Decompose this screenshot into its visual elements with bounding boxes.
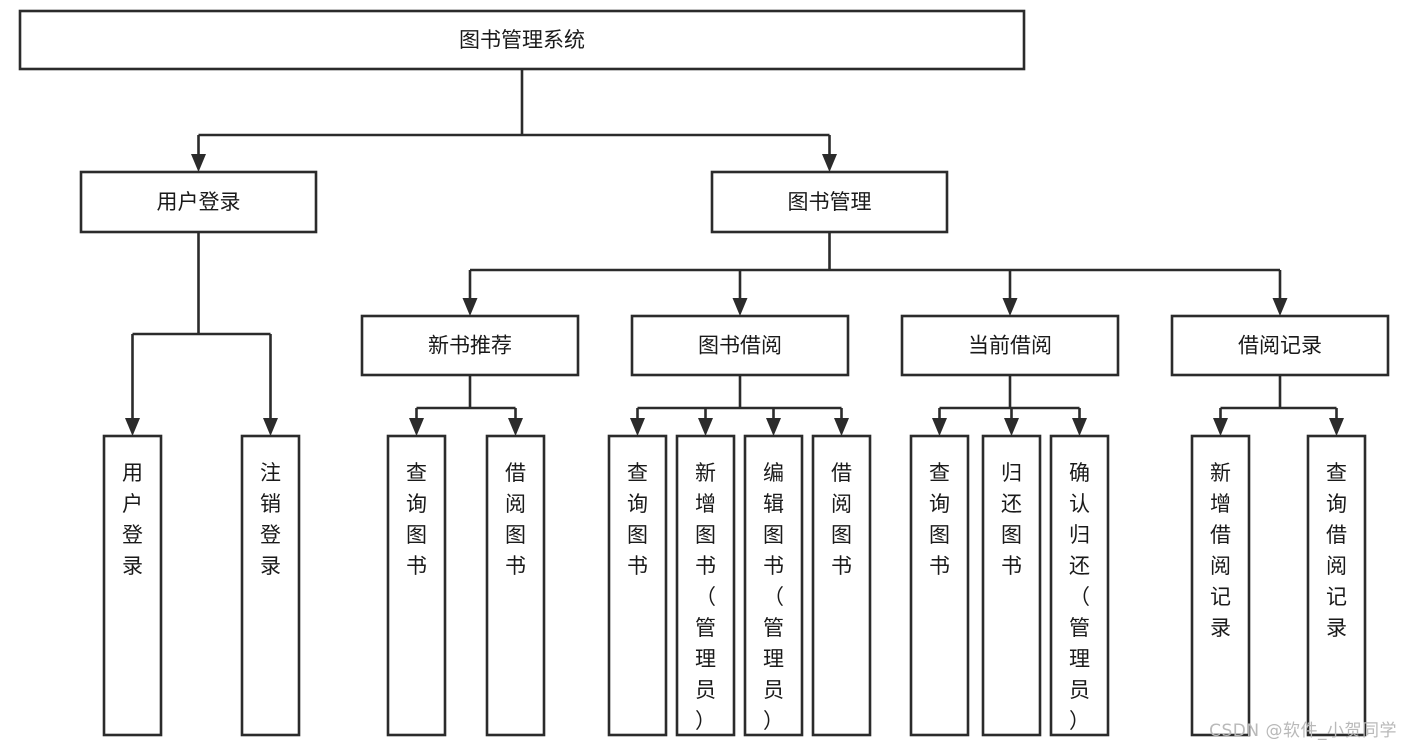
- node-leaf-borrow-query[interactable]: 查询图书: [607, 434, 668, 737]
- node-leaf-user-login[interactable]: 用户登录: [102, 434, 163, 737]
- node-leaf-current-confirm[interactable]: 确认归还（管理员）: [1049, 434, 1110, 737]
- arrow-head-icon: [822, 154, 837, 172]
- arrow-head-icon: [409, 418, 424, 436]
- node-label: 借阅图书: [505, 461, 526, 578]
- node-label: 查询图书: [627, 461, 648, 578]
- node-box: [360, 314, 580, 377]
- node-label: 新增图书（管理员）: [695, 461, 716, 733]
- node-label: 编辑图书（管理员）: [763, 461, 784, 733]
- arrow-head-icon: [462, 298, 478, 316]
- arrow-head-icon: [732, 298, 748, 316]
- node-box: [18, 9, 1026, 71]
- arrow-head-icon: [1002, 298, 1018, 316]
- node-label: 新增借阅记录: [1210, 461, 1231, 640]
- node-leaf-borrow-add[interactable]: 新增图书（管理员）: [675, 434, 736, 737]
- node-login[interactable]: 用户登录: [79, 170, 318, 234]
- node-label: 图书管理: [788, 190, 872, 214]
- arrow-head-icon: [834, 418, 849, 436]
- arrow-head-icon: [125, 418, 140, 436]
- connector-group-newbook: [409, 375, 523, 436]
- node-layer: 图书管理系统用户登录图书管理新书推荐图书借阅当前借阅借阅记录用户登录注销登录查询…: [18, 9, 1390, 737]
- node-leaf-current-return[interactable]: 归还图书: [981, 434, 1042, 737]
- arrow-head-icon: [698, 418, 713, 436]
- node-leaf-new-query[interactable]: 查询图书: [386, 434, 447, 737]
- node-box: [1306, 434, 1367, 737]
- node-box: [386, 434, 447, 737]
- node-box: [630, 314, 850, 377]
- node-label: 借阅记录: [1238, 334, 1322, 358]
- node-leaf-new-borrow[interactable]: 借阅图书: [485, 434, 546, 737]
- arrow-head-icon: [263, 418, 278, 436]
- arrow-head-icon: [1004, 418, 1019, 436]
- node-box: [607, 434, 668, 737]
- node-box: [981, 434, 1042, 737]
- node-label: 查询图书: [406, 461, 427, 578]
- node-leaf-user-logout[interactable]: 注销登录: [240, 434, 301, 737]
- arrow-head-icon: [508, 418, 523, 436]
- connector-group-bookmgmt: [462, 232, 1288, 316]
- node-box: [240, 434, 301, 737]
- node-leaf-record-query[interactable]: 查询借阅记录: [1306, 434, 1367, 737]
- node-box: [900, 314, 1120, 377]
- connector-group-root: [191, 69, 837, 172]
- node-newbook[interactable]: 新书推荐: [360, 314, 580, 377]
- node-current[interactable]: 当前借阅: [900, 314, 1120, 377]
- arrow-head-icon: [932, 418, 947, 436]
- arrow-head-icon: [1272, 298, 1288, 316]
- arrow-head-icon: [191, 154, 206, 172]
- connector-group-current: [932, 375, 1087, 436]
- node-leaf-current-query[interactable]: 查询图书: [909, 434, 970, 737]
- node-box: [675, 434, 736, 737]
- node-label: 用户登录: [122, 461, 143, 578]
- node-label: 确认归还（管理员）: [1069, 461, 1090, 733]
- node-label: 查询借阅记录: [1326, 461, 1347, 640]
- connector-group-borrow: [630, 375, 849, 436]
- node-root[interactable]: 图书管理系统: [18, 9, 1026, 71]
- node-leaf-record-add[interactable]: 新增借阅记录: [1190, 434, 1251, 737]
- node-box: [485, 434, 546, 737]
- node-label: 归还图书: [1001, 461, 1022, 578]
- arrow-head-icon: [1329, 418, 1344, 436]
- arrow-head-icon: [1072, 418, 1087, 436]
- connector-group-login: [125, 232, 278, 436]
- node-box: [102, 434, 163, 737]
- node-records[interactable]: 借阅记录: [1170, 314, 1390, 377]
- arrow-head-icon: [1213, 418, 1228, 436]
- node-leaf-borrow-lend[interactable]: 借阅图书: [811, 434, 872, 737]
- connector-group-records: [1213, 375, 1344, 436]
- arrow-head-icon: [630, 418, 645, 436]
- node-box: [1190, 434, 1251, 737]
- node-label: 借阅图书: [831, 461, 852, 578]
- node-box: [1049, 434, 1110, 737]
- node-box: [743, 434, 804, 737]
- node-leaf-borrow-edit[interactable]: 编辑图书（管理员）: [743, 434, 804, 737]
- connector-layer: [125, 69, 1344, 436]
- node-box: [79, 170, 318, 234]
- node-label: 新书推荐: [428, 334, 512, 358]
- node-label: 用户登录: [157, 190, 241, 214]
- node-box: [909, 434, 970, 737]
- node-bookmgmt[interactable]: 图书管理: [710, 170, 949, 234]
- node-label: 图书借阅: [698, 334, 782, 358]
- node-label: 查询图书: [929, 461, 950, 578]
- node-box: [811, 434, 872, 737]
- node-box: [710, 170, 949, 234]
- node-label: 注销登录: [260, 461, 281, 578]
- node-label: 图书管理系统: [459, 28, 585, 52]
- node-label: 当前借阅: [968, 334, 1052, 358]
- node-borrow[interactable]: 图书借阅: [630, 314, 850, 377]
- node-box: [1170, 314, 1390, 377]
- arrow-head-icon: [766, 418, 781, 436]
